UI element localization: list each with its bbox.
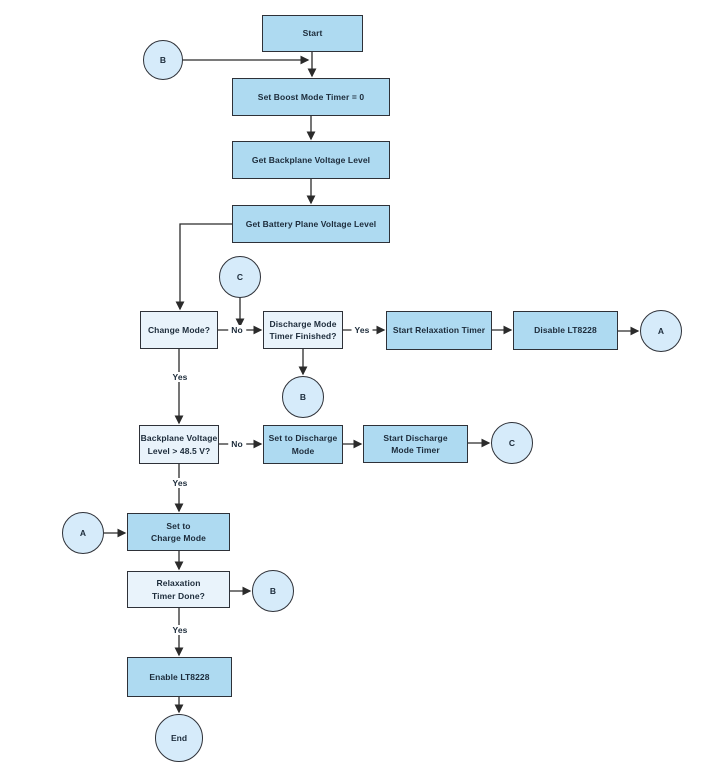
connector-line [175, 223, 232, 311]
connector-circle-c-right: C [491, 422, 533, 464]
node-start: Start [262, 15, 363, 52]
node-get-backplane-voltage: Get Backplane Voltage Level [232, 141, 390, 179]
node-set-discharge-mode: Set to Discharge Mode [263, 425, 343, 464]
connector-circle-b-mid: B [282, 376, 324, 418]
connector-circle-a-left: A [62, 512, 104, 554]
node-relaxation-timer-done-decision: Relaxation Timer Done? [127, 571, 230, 608]
node-start-relaxation-timer: Start Relaxation Timer [386, 311, 492, 350]
connector-circle-b-top: B [143, 40, 183, 80]
edge-label-discharge-finished-yes: Yes [351, 325, 373, 335]
node-get-battery-plane-voltage: Get Battery Plane Voltage Level [232, 205, 390, 243]
edge-label-backplane-no: No [228, 439, 246, 449]
node-change-mode-decision: Change Mode? [140, 311, 218, 349]
node-discharge-timer-finished-decision: Discharge Mode Timer Finished? [263, 311, 343, 349]
node-set-charge-mode: Set to Charge Mode [127, 513, 230, 551]
edge-label-backplane-yes: Yes [169, 478, 191, 488]
edge-label-change-mode-no: No [228, 325, 246, 335]
node-enable-lt8228: Enable LT8228 [127, 657, 232, 697]
node-start-discharge-mode-timer: Start Discharge Mode Timer [363, 425, 468, 463]
connector-circle-c-top: C [219, 256, 261, 298]
connector-circle-a-right: A [640, 310, 682, 352]
node-set-boost-mode-timer: Set Boost Mode Timer = 0 [232, 78, 390, 116]
edge-label-relaxation-yes: Yes [169, 625, 191, 635]
node-disable-lt8228: Disable LT8228 [513, 311, 618, 350]
connector-circle-b-right: B [252, 570, 294, 612]
node-end: End [155, 714, 203, 762]
edge-label-change-mode-yes: Yes [169, 372, 191, 382]
node-backplane-voltage-decision: Backplane Voltage Level > 48.5 V? [139, 425, 219, 464]
